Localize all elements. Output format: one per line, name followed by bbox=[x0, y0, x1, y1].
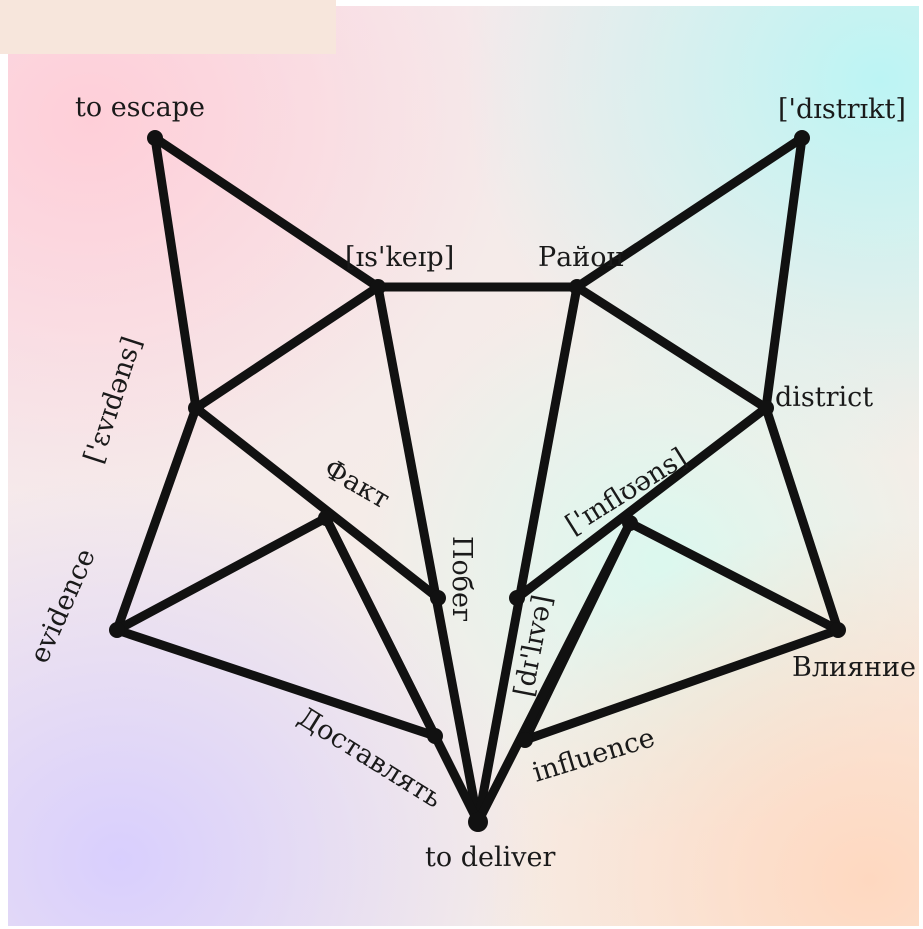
label-vliyanie: Влияние bbox=[792, 652, 916, 683]
label-to-escape: to escape bbox=[75, 92, 205, 123]
node-jaw-right bbox=[830, 622, 846, 638]
node-brow-left bbox=[370, 279, 386, 295]
node-ear-right-tip bbox=[794, 130, 810, 146]
node-ear-left-tip bbox=[147, 130, 163, 146]
node-cheek-left bbox=[188, 400, 204, 416]
node-eye-left bbox=[318, 510, 334, 526]
edge-ear-right-tip-to-cheek-right bbox=[766, 138, 802, 408]
label-to-deliver: to deliver bbox=[425, 842, 555, 873]
node-jaw-left bbox=[109, 622, 125, 638]
label-district-transcription: ['dɪstrɪkt] bbox=[778, 94, 906, 125]
node-eye-right bbox=[622, 515, 638, 531]
node-chin bbox=[468, 812, 488, 832]
edge-ear-left-tip-to-cheek-left bbox=[155, 138, 196, 408]
label-evidence-transcription: ['ɛvɪdəns] bbox=[78, 333, 148, 467]
label-evidence: evidence bbox=[24, 544, 102, 668]
node-nose-right bbox=[509, 590, 525, 606]
label-fakt: Факт bbox=[319, 453, 395, 515]
fox-edges bbox=[117, 138, 838, 822]
node-mouth-left bbox=[427, 728, 443, 744]
edge-brow-left-to-cheek-left bbox=[196, 287, 378, 408]
node-nose-left bbox=[430, 590, 446, 606]
label-rayon: Район bbox=[538, 242, 625, 273]
fox-nodes bbox=[109, 130, 846, 832]
edge-brow-right-to-cheek-right bbox=[577, 287, 766, 408]
node-cheek-right bbox=[758, 400, 774, 416]
label-escape-transcription: [ɪs'keɪp] bbox=[345, 242, 454, 273]
label-district: district bbox=[775, 382, 873, 413]
node-mouth-right bbox=[517, 732, 533, 748]
label-pobeg: Побег bbox=[446, 536, 477, 622]
node-brow-right bbox=[569, 279, 585, 295]
